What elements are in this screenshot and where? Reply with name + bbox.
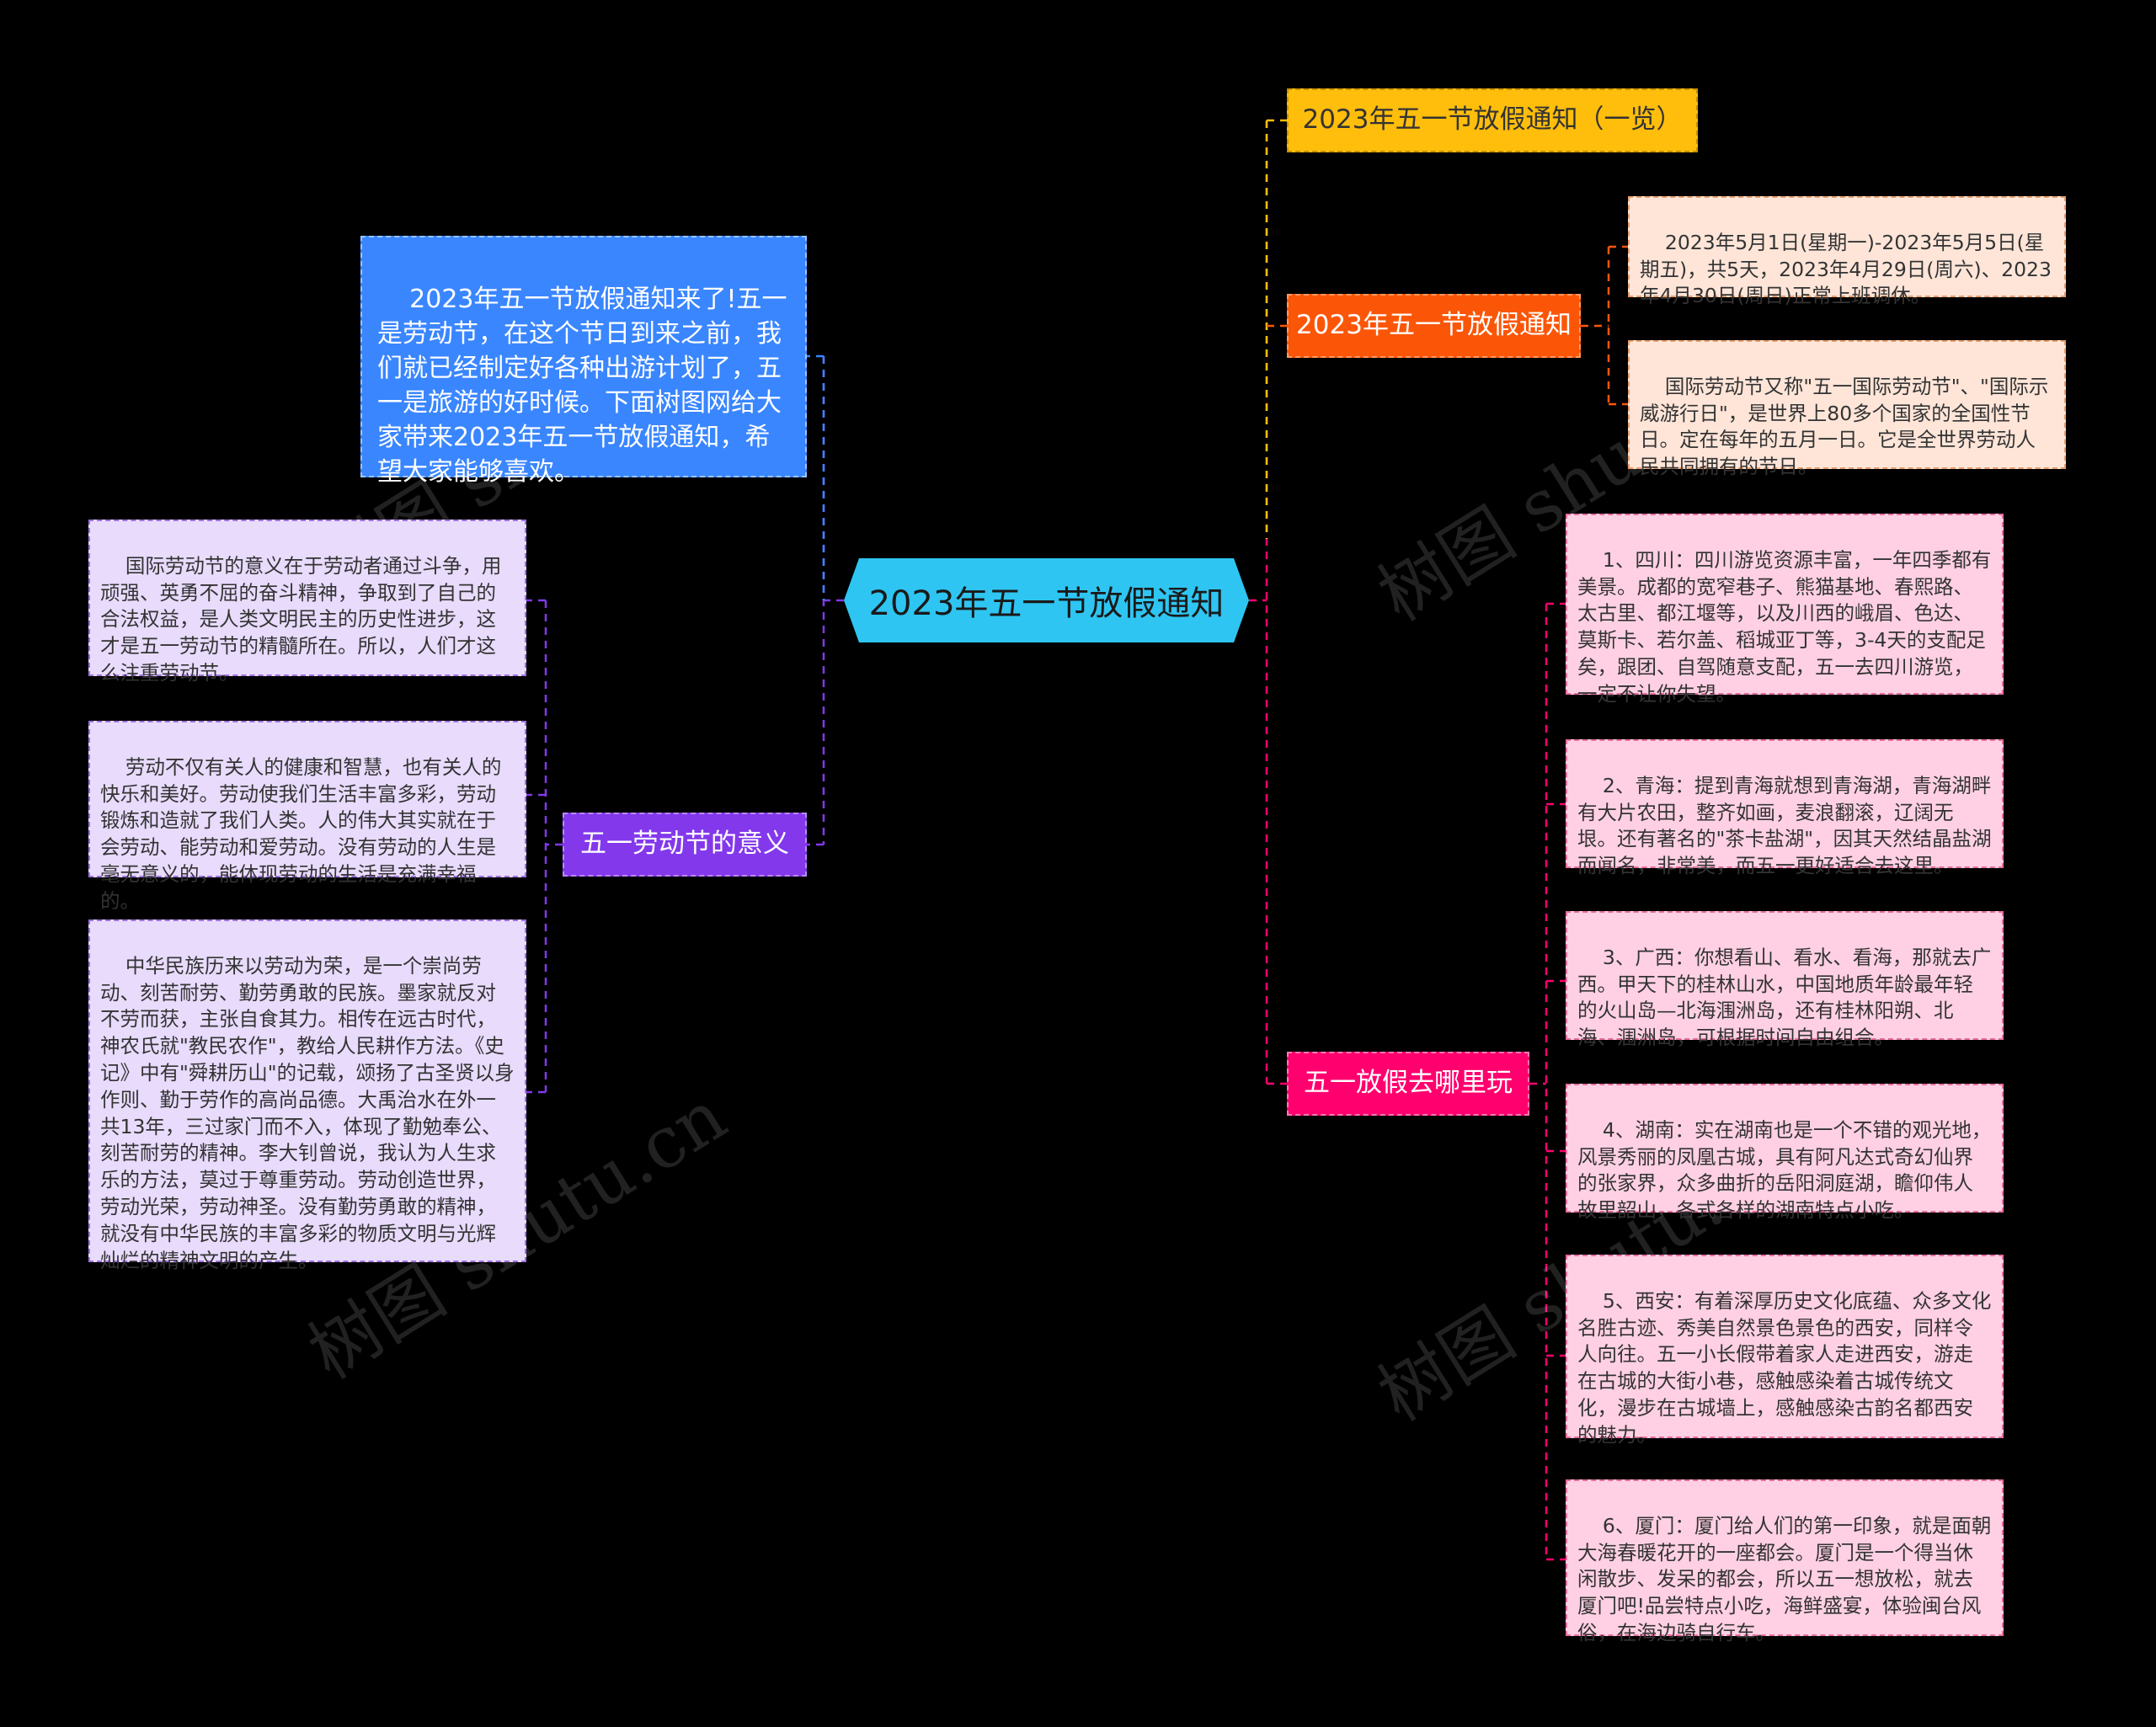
travel-leaf-hunan[interactable]: 4、湖南：实在湖南也是一个不错的观光地，风景秀丽的凤凰古城，具有阿凡达式奇幻仙界… xyxy=(1566,1084,2004,1222)
connector-notice-leaves xyxy=(1581,245,1628,406)
leaf-text: 劳动不仅有关人的健康和智慧，也有关人的快乐和美好。劳动使我们生活丰富多彩，劳动锻… xyxy=(100,754,502,913)
leaf-text: 2、青海：提到青海就想到青海湖，青海湖畔有大片农田，整齐如画，麦浪翻滚，辽阔无垠… xyxy=(1577,773,1992,878)
branch-travel[interactable]: 五一放假去哪里玩 xyxy=(1287,1052,1529,1116)
leaf-text: 国际劳动节又称"五一国际劳动节"、"国际示威游行日"，是世界上80多个国家的全国… xyxy=(1640,374,2049,479)
root-topic-label: 2023年五一节放假通知 xyxy=(868,584,1225,623)
leaf-text: 3、广西：你想看山、看水、看海，那就去广西。甲天下的桂林山水，中国地质年龄最年轻… xyxy=(1577,945,1992,1050)
leaf-text: 中华民族历来以劳动为荣，是一个崇尚劳动、刻苦耐劳、勤劳勇敢的民族。墨家就反对不劳… xyxy=(100,953,515,1272)
travel-leaf-guangxi[interactable]: 3、广西：你想看山、看水、看海，那就去广西。甲天下的桂林山水，中国地质年龄最年轻… xyxy=(1566,911,2004,1049)
branch-meaning-label: 五一劳动节的意义 xyxy=(580,829,789,860)
travel-leaf-xian[interactable]: 5、西安：有着深厚历史文化底蕴、众多文化名胜古迹、秀美自然景色景色的西安，同样令… xyxy=(1566,1255,2004,1447)
branch-meaning[interactable]: 五一劳动节的意义 xyxy=(563,813,807,877)
branch-overview-label: 2023年五一节放假通知（一览） xyxy=(1302,104,1683,136)
meaning-leaf-history[interactable]: 中华民族历来以劳动为荣，是一个崇尚劳动、刻苦耐劳、勤劳勇敢的民族。墨家就反对不劳… xyxy=(88,919,526,1272)
travel-leaf-sichuan[interactable]: 1、四川：四川游览资源丰富，一年四季都有美景。成都的宽窄巷子、熊猫基地、春熙路、… xyxy=(1566,514,2004,706)
notice-leaf-dates[interactable]: 2023年5月1日(星期一)-2023年5月5日(星期五)，共5天，2023年4… xyxy=(1628,196,2066,307)
branch-notice-label: 2023年五一节放假通知 xyxy=(1296,310,1572,341)
branch-overview[interactable]: 2023年五一节放假通知（一览） xyxy=(1287,88,1698,152)
travel-leaf-qinghai[interactable]: 2、青海：提到青海就想到青海湖，青海湖畔有大片农田，整齐如画，麦浪翻滚，辽阔无垠… xyxy=(1566,739,2004,877)
connector-meaning-leaves xyxy=(526,599,563,1094)
root-topic[interactable]: 2023年五一节放假通知 xyxy=(844,558,1249,642)
meaning-leaf-struggle[interactable]: 国际劳动节的意义在于劳动者通过斗争，用顽强、英勇不屈的奋斗精神，争取到了自己的合… xyxy=(88,520,526,685)
leaf-text: 2023年5月1日(星期一)-2023年5月5日(星期五)，共5天，2023年4… xyxy=(1640,230,2052,308)
meaning-leaf-labor[interactable]: 劳动不仅有关人的健康和智慧，也有关人的快乐和美好。劳动使我们生活丰富多彩，劳动锻… xyxy=(88,721,526,913)
leaf-text: 1、四川：四川游览资源丰富，一年四季都有美景。成都的宽窄巷子、熊猫基地、春熙路、… xyxy=(1577,547,1992,706)
leaf-text: 6、厦门：厦门给人们的第一印象，就是面朝大海春暖花开的一座都会。厦门是一个得当休… xyxy=(1577,1513,1992,1644)
travel-leaf-xiamen[interactable]: 6、厦门：厦门给人们的第一印象，就是面朝大海春暖花开的一座都会。厦门是一个得当休… xyxy=(1566,1479,2004,1644)
intro-text: 2023年五一节放假通知来了!五一是劳动节，在这个节日到来之前，我们就已经制定好… xyxy=(377,285,787,487)
connector-travel-leaves xyxy=(1529,602,1566,1561)
notice-leaf-about[interactable]: 国际劳动节又称"五一国际劳动节"、"国际示威游行日"，是世界上80多个国家的全国… xyxy=(1628,340,2066,478)
leaf-text: 4、湖南：实在湖南也是一个不错的观光地，风景秀丽的凤凰古城，具有阿凡达式奇幻仙界… xyxy=(1577,1117,1992,1223)
branch-travel-label: 五一放假去哪里玩 xyxy=(1304,1068,1513,1099)
intro-topic[interactable]: 2023年五一节放假通知来了!五一是劳动节，在这个节日到来之前，我们就已经制定好… xyxy=(360,236,807,487)
leaf-text: 国际劳动节的意义在于劳动者通过斗争，用顽强、英勇不屈的奋斗精神，争取到了自己的合… xyxy=(100,553,502,685)
leaf-text: 5、西安：有着深厚历史文化底蕴、众多文化名胜古迹、秀美自然景色景色的西安，同样令… xyxy=(1577,1288,1992,1447)
branch-notice[interactable]: 2023年五一节放假通知 xyxy=(1287,294,1581,358)
